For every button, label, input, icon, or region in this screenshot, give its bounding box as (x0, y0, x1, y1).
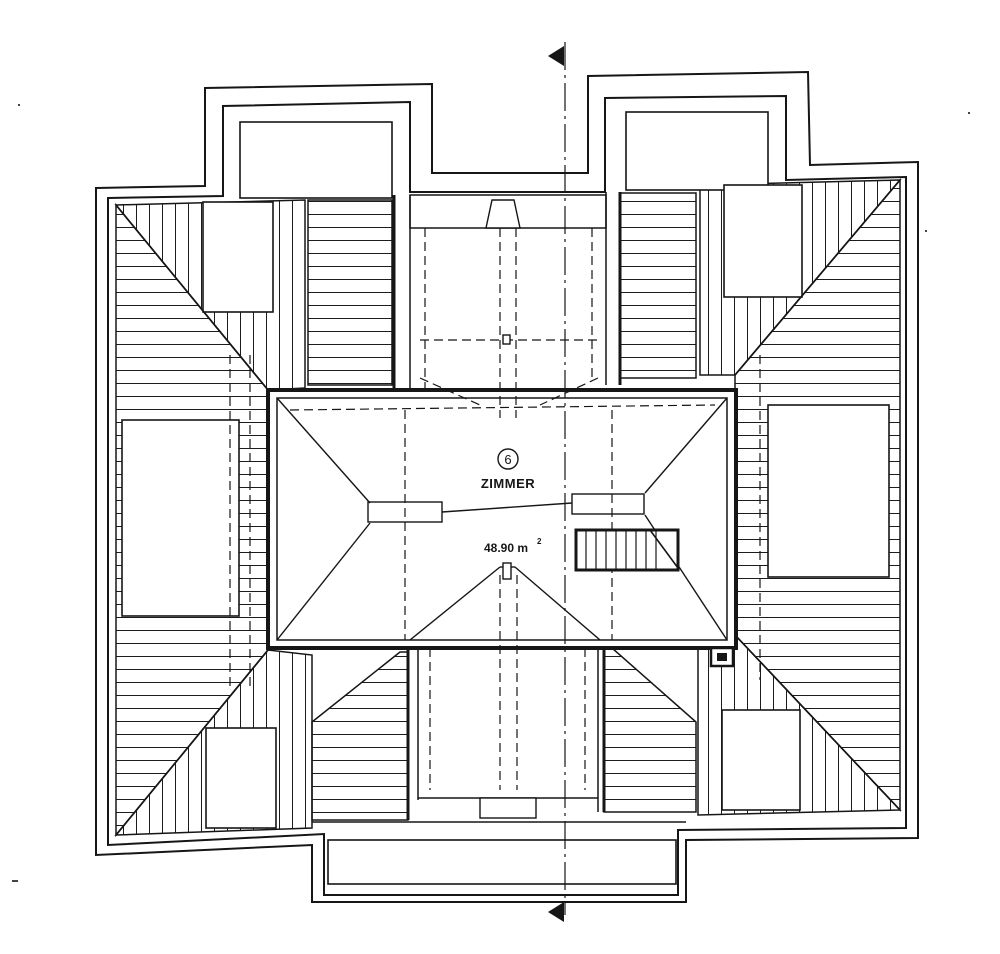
inner-ridge-lines (276, 397, 728, 641)
room-area: 48.90 m (484, 541, 528, 555)
vent-details (479, 199, 537, 819)
chimney-icon (709, 646, 735, 668)
room-label-group: 6 ZIMMER 48.90 m 2 (481, 448, 542, 555)
skylights (121, 111, 890, 885)
room-area-superscript: 2 (537, 537, 542, 546)
room-number: 6 (504, 452, 511, 467)
scan-specks (12, 104, 970, 882)
room-name: ZIMMER (481, 476, 535, 491)
room-number-circle (497, 448, 519, 470)
dormer-slopes (307, 192, 697, 821)
hidden-lines (229, 228, 761, 790)
section-arrow-icon (548, 46, 564, 922)
room-zimmer (266, 388, 738, 650)
roof-outline (95, 70, 919, 903)
hip-lines (115, 179, 901, 836)
staircase (574, 528, 680, 572)
